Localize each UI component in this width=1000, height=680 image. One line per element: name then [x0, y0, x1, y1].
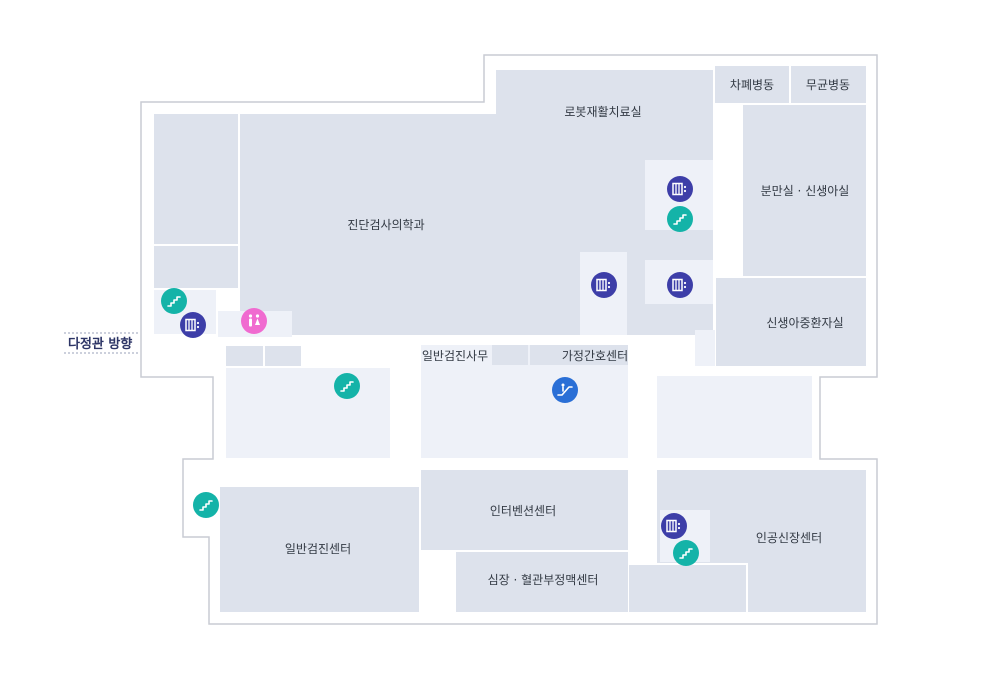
elevator-icon[interactable] [591, 272, 617, 298]
label-intervention[interactable]: 인터벤션센터 [490, 504, 556, 518]
label-checkup-office[interactable]: 일반검진사무 [422, 349, 488, 363]
label-ward-closed[interactable]: 차폐병동 [730, 78, 774, 92]
escalator-icon[interactable] [552, 377, 578, 403]
label-robot[interactable]: 로봇재활치료실 [564, 105, 641, 119]
label-checkup-center[interactable]: 일반검진센터 [285, 542, 351, 556]
elevator-icon[interactable] [661, 513, 687, 539]
room-nicu [716, 278, 866, 366]
room-delivery [743, 105, 866, 276]
room-ward-closed [715, 66, 789, 103]
room-home-nursing [530, 345, 628, 365]
label-cardio[interactable]: 심장 · 혈관부정맥센터 [488, 573, 599, 587]
room-storage-b [154, 246, 238, 288]
label-ward-sterile[interactable]: 무균병동 [806, 78, 850, 92]
stairs-icon[interactable] [193, 492, 219, 518]
room-small-c [492, 345, 528, 365]
elevator-icon[interactable] [667, 272, 693, 298]
room-artificial-heart-bottom [748, 563, 866, 612]
room-checkup-center [220, 487, 419, 612]
hall-east [657, 376, 812, 458]
room-small-b [265, 346, 301, 366]
label-radiology[interactable]: 진단검사의학과 [347, 218, 424, 232]
direction-label[interactable]: 다정관 방향 [68, 336, 132, 352]
stairs-icon[interactable] [667, 206, 693, 232]
room-small-a [226, 346, 263, 366]
room-bottom-small [629, 565, 746, 612]
elevator-icon[interactable] [180, 312, 206, 338]
stairs-icon[interactable] [161, 288, 187, 314]
label-nicu[interactable]: 신생아중환자실 [766, 316, 843, 330]
room-cardio [456, 552, 628, 612]
room-storage-a [154, 114, 238, 244]
label-home-nursing[interactable]: 가정간호센터 [562, 349, 628, 363]
stairs-icon[interactable] [334, 373, 360, 399]
label-delivery[interactable]: 분만실 · 신생아실 [761, 184, 850, 198]
restroom-icon[interactable] [241, 308, 267, 334]
elevator-icon[interactable] [667, 176, 693, 202]
room-ward-sterile [791, 66, 866, 103]
stairs-icon[interactable] [673, 540, 699, 566]
room-intervention [421, 470, 628, 550]
room-radiology [240, 114, 528, 335]
label-artificial-heart[interactable]: 인공신장센터 [756, 531, 822, 545]
corridor-nicu [695, 330, 715, 366]
